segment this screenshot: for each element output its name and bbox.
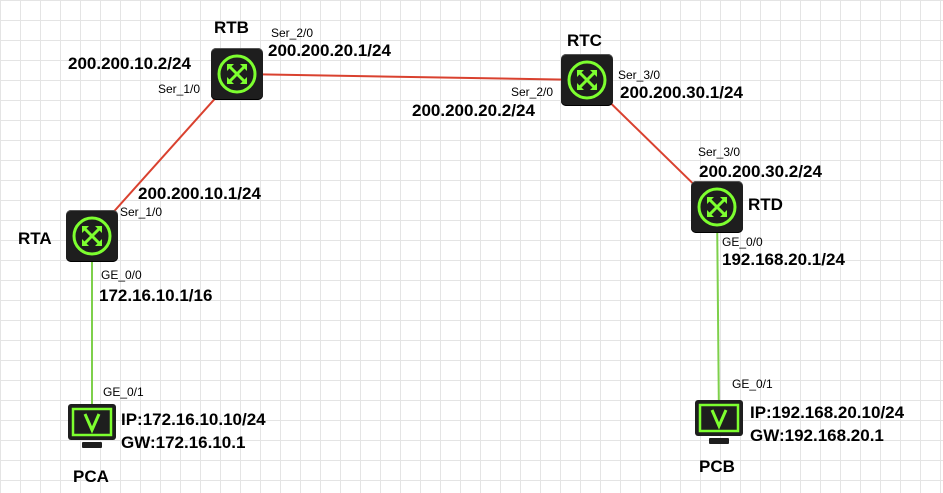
- link-rtd-pcb[interactable]: [716, 206, 720, 420]
- rta-ser-addr: 200.200.10.1/24: [138, 184, 261, 203]
- rtb-ser2-port: Ser_2/0: [271, 26, 314, 40]
- rta-ser-port: Ser_1/0: [120, 205, 163, 219]
- router-rtc-label: RTC: [567, 31, 602, 50]
- rtd-ge-addr: 192.168.20.1/24: [722, 250, 845, 269]
- rtd-ge-port: GE_0/0: [722, 235, 763, 249]
- rtc-ser3-port: Ser_3/0: [618, 68, 661, 82]
- link-rta-pca[interactable]: [91, 236, 93, 424]
- router-icon: [217, 54, 257, 94]
- router-icon: [567, 60, 607, 100]
- router-rtb[interactable]: [211, 48, 263, 100]
- rtd-ser3-port: Ser_3/0: [698, 145, 741, 159]
- rtc-ser2-addr: 200.200.20.2/24: [412, 101, 535, 120]
- rta-ge-port: GE_0/0: [101, 268, 142, 282]
- rtd-ser3-addr: 200.200.30.2/24: [699, 162, 822, 181]
- pc-icon: [695, 400, 743, 444]
- router-rtd-label: RTD: [748, 195, 783, 214]
- router-icon: [697, 187, 737, 227]
- router-rtd[interactable]: [691, 181, 743, 233]
- router-rta[interactable]: [66, 210, 118, 262]
- host-pcb-label: PCB: [699, 457, 735, 476]
- router-rtc[interactable]: [561, 54, 613, 106]
- rtc-ser2-port: Ser_2/0: [511, 85, 554, 99]
- rtb-ser1-port: Ser_1/0: [158, 82, 201, 96]
- router-icon: [72, 216, 112, 256]
- pca-ge-port: GE_0/1: [103, 385, 144, 399]
- rtc-ser3-addr: 200.200.30.1/24: [620, 83, 743, 102]
- host-pca-label: PCA: [73, 467, 109, 486]
- pc-icon: [68, 404, 116, 448]
- router-rta-label: RTA: [18, 229, 52, 248]
- pca-ip: IP:172.16.10.10/24: [121, 410, 266, 429]
- host-pcb[interactable]: [693, 396, 745, 448]
- pcb-gw: GW:192.168.20.1: [750, 426, 884, 445]
- rta-ge-addr: 172.16.10.1/16: [99, 286, 213, 305]
- pcb-ip: IP:192.168.20.10/24: [750, 403, 905, 422]
- rtb-ser2-addr: 200.200.20.1/24: [268, 41, 391, 60]
- link-rtb-rtc[interactable]: [236, 73, 588, 81]
- pca-gw: GW:172.16.10.1: [121, 433, 246, 452]
- router-rtb-label: RTB: [214, 18, 249, 37]
- host-pca[interactable]: [66, 400, 118, 452]
- rtb-ser1-addr: 200.200.10.2/24: [68, 54, 191, 73]
- pcb-ge-port: GE_0/1: [732, 377, 773, 391]
